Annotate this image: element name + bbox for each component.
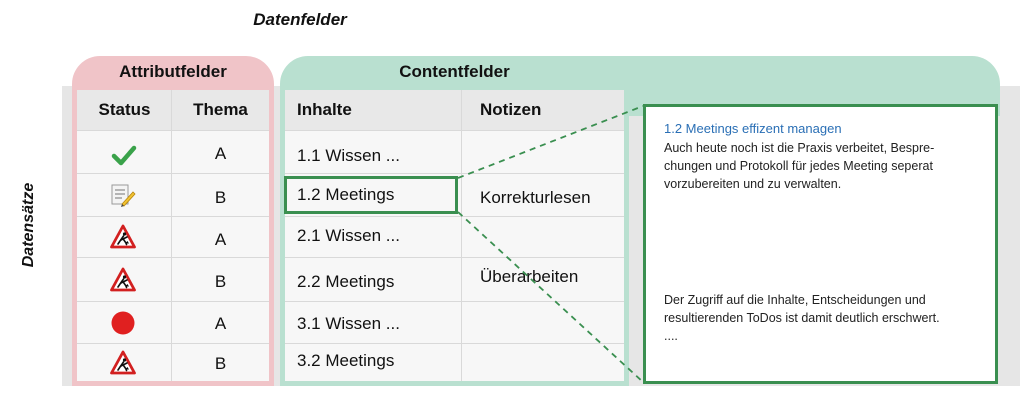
- connector-line-top: [457, 105, 644, 179]
- grid-hline: [77, 343, 269, 344]
- grid-hline: [77, 257, 269, 258]
- grid-hline: [77, 216, 269, 217]
- content-header-row: [285, 90, 624, 130]
- grid-vline: [461, 90, 462, 381]
- grid-hline: [285, 343, 624, 344]
- table-cell-thema: B: [214, 272, 227, 291]
- table-cell-inhalt[interactable]: 1.2 Meetings: [297, 185, 395, 204]
- header-notizen: Notizen: [480, 100, 542, 119]
- detail-line: resultierenden ToDos ist damit deutlich …: [664, 311, 940, 325]
- detail-panel: [643, 104, 998, 384]
- table-cell-inhalt[interactable]: 2.1 Wissen ...: [297, 226, 400, 245]
- detail-line: Der Zugriff auf die Inhalte, Entscheidun…: [664, 293, 926, 307]
- red-dot-icon: [111, 311, 135, 335]
- attr-header-row: [77, 90, 269, 130]
- selected-cell-highlight: [284, 176, 458, 214]
- header-inhalte: Inhalte: [297, 100, 352, 119]
- edit-note-icon: [111, 184, 136, 207]
- detail-paragraph-1: Auch heute noch ist die Praxis verbeitet…: [664, 139, 984, 193]
- grid-hline: [77, 173, 269, 174]
- detail-title: 1.2 Meetings effizent managen: [664, 121, 842, 136]
- detail-line: ....: [664, 329, 678, 343]
- table-cell-thema: B: [214, 188, 227, 207]
- grid-hline: [285, 257, 624, 258]
- roadwork-sign-icon: [110, 267, 136, 292]
- detail-line: Auch heute noch ist die Praxis verbeitet…: [664, 141, 935, 155]
- table-cell-notiz: Überarbeiten: [480, 267, 579, 286]
- roadwork-sign-icon: [110, 350, 136, 375]
- attributfelder-body: [77, 90, 269, 381]
- detail-paragraph-2: Der Zugriff auf die Inhalte, Entscheidun…: [664, 291, 984, 345]
- table-cell-thema: B: [214, 354, 227, 373]
- table-cell-thema: A: [214, 314, 227, 333]
- roadwork-sign-icon: [110, 224, 136, 249]
- grid-hline: [77, 301, 269, 302]
- attributfelder-title: Attributfelder: [119, 62, 227, 81]
- grid-hline: [285, 216, 624, 217]
- datenfelder-label: Datenfelder: [253, 10, 347, 29]
- grid-hline: [285, 173, 624, 174]
- table-cell-notiz: Korrekturlesen: [480, 188, 591, 207]
- checkmark-icon: [111, 145, 137, 166]
- table-cell-inhalt[interactable]: 1.1 Wissen ...: [297, 146, 400, 165]
- header-status: Status: [98, 100, 151, 119]
- contentfelder-title: Contentfelder: [399, 62, 510, 81]
- grid-hline: [77, 130, 269, 131]
- contentfelder-body: [285, 90, 624, 381]
- connector-line-bottom: [457, 211, 644, 383]
- grid-vline: [171, 90, 172, 381]
- detail-line: chungen und Protokoll für jedes Meeting …: [664, 159, 933, 173]
- header-thema: Thema: [193, 100, 248, 119]
- table-cell-inhalt[interactable]: 3.1 Wissen ...: [297, 314, 400, 333]
- grid-hline: [285, 130, 624, 131]
- grid-hline: [285, 301, 624, 302]
- table-cell-inhalt[interactable]: 3.2 Meetings: [297, 351, 395, 370]
- detail-line: vorzubereiten und zu verwalten.: [664, 177, 842, 191]
- table-cell-thema: A: [214, 144, 227, 163]
- table-cell-inhalt[interactable]: 2.2 Meetings: [297, 272, 395, 291]
- table-cell-thema: A: [214, 230, 227, 249]
